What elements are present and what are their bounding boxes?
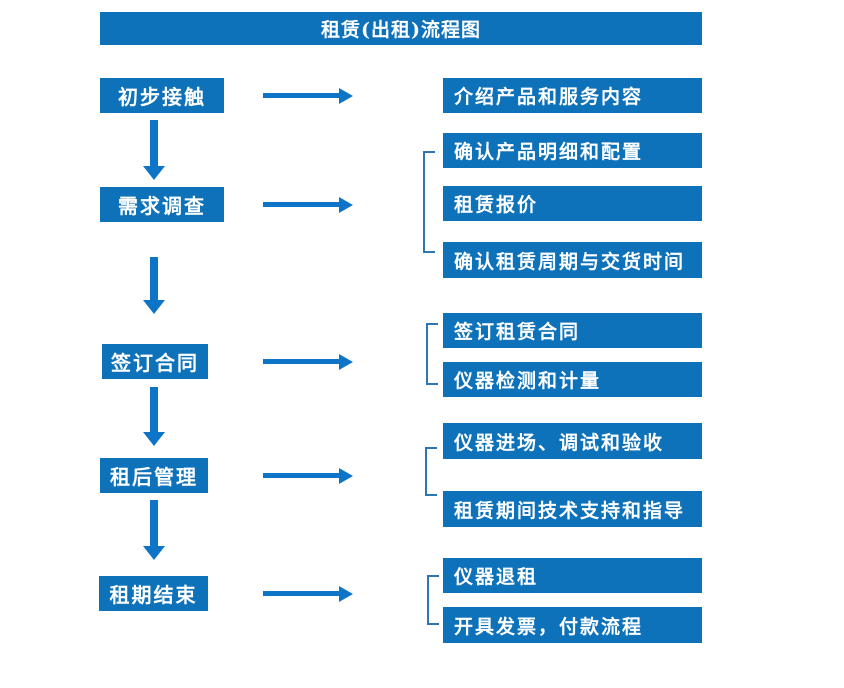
down-arrow-icon <box>150 500 158 546</box>
step-box-sign-contract: 签订合同 <box>102 344 208 379</box>
detail-box-confirm-product-details: 确认产品明细和配置 <box>443 133 702 168</box>
group-bracket-rental-end <box>427 575 439 625</box>
group-bracket-sign-contract <box>426 323 438 385</box>
detail-box-instrument-return: 仪器退租 <box>443 558 702 593</box>
step-box-initial-contact: 初步接触 <box>100 78 224 113</box>
detail-box-rental-quotation: 租赁报价 <box>443 186 702 221</box>
right-arrow-icon <box>263 202 339 207</box>
right-arrow-icon <box>263 591 339 596</box>
detail-box-instrument-entry-debug-acceptance: 仪器进场、调试和验收 <box>443 423 702 459</box>
detail-box-introduce-products-services: 介绍产品和服务内容 <box>443 78 702 113</box>
detail-box-technical-support-guidance: 租赁期间技术支持和指导 <box>443 491 702 527</box>
right-arrow-icon <box>263 359 339 364</box>
right-arrow-icon <box>263 93 339 98</box>
detail-box-sign-rental-contract: 签订租赁合同 <box>443 313 702 348</box>
group-bracket-demand-survey <box>423 151 435 253</box>
step-box-post-rental-management: 租后管理 <box>100 458 208 493</box>
title-banner: 租赁(出租)流程图 <box>100 12 702 45</box>
step-box-demand-survey: 需求调查 <box>100 187 224 222</box>
down-arrow-icon <box>150 387 158 432</box>
page-title: 租赁(出租)流程图 <box>321 19 481 41</box>
detail-box-instrument-testing-metering: 仪器检测和计量 <box>443 362 702 397</box>
step-box-rental-end: 租期结束 <box>99 576 208 611</box>
down-arrow-icon <box>150 257 158 300</box>
right-arrow-icon <box>263 473 339 478</box>
group-bracket-post-rental-management <box>425 447 437 496</box>
down-arrow-icon <box>150 120 158 166</box>
detail-box-invoice-payment-process: 开具发票，付款流程 <box>443 607 702 643</box>
detail-box-confirm-rental-period-delivery: 确认租赁周期与交货时间 <box>443 242 702 278</box>
